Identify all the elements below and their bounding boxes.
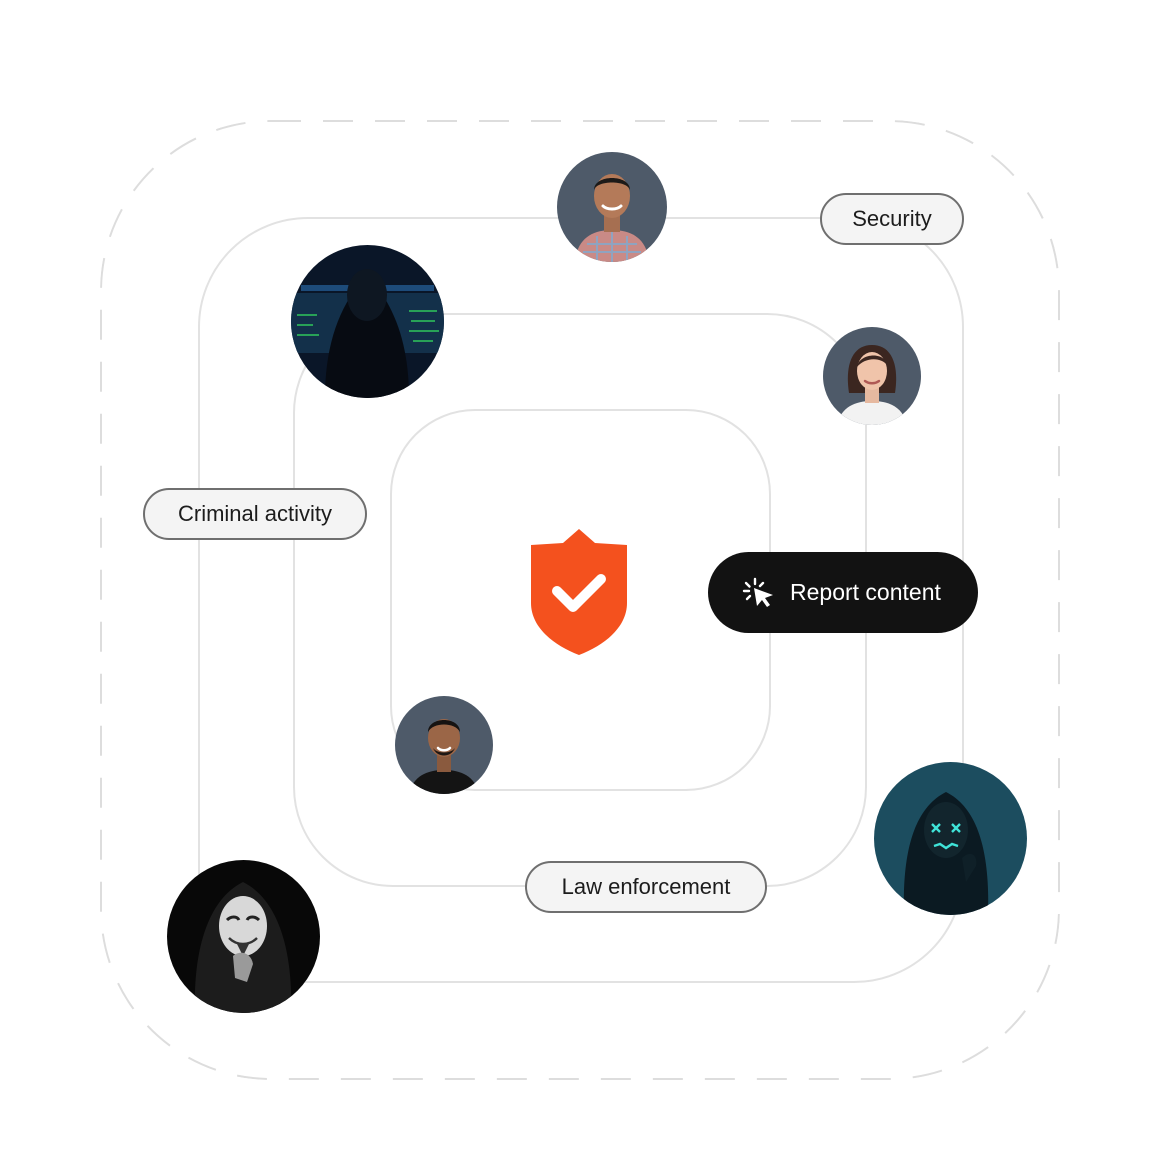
avatar (291, 245, 444, 398)
criminal-activity-label: Criminal activity (143, 488, 367, 540)
security-label: Security (820, 193, 964, 245)
report-content-button[interactable]: Report content (708, 552, 978, 633)
avatar (167, 860, 320, 1013)
cursor-click-icon (742, 577, 773, 607)
avatar (874, 762, 1027, 915)
avatar (557, 152, 667, 262)
law-enforcement-label: Law enforcement (525, 861, 767, 913)
report-content-label: Report content (790, 579, 941, 605)
shield-check-icon (531, 529, 627, 655)
avatar (395, 696, 493, 794)
avatar (823, 327, 921, 425)
